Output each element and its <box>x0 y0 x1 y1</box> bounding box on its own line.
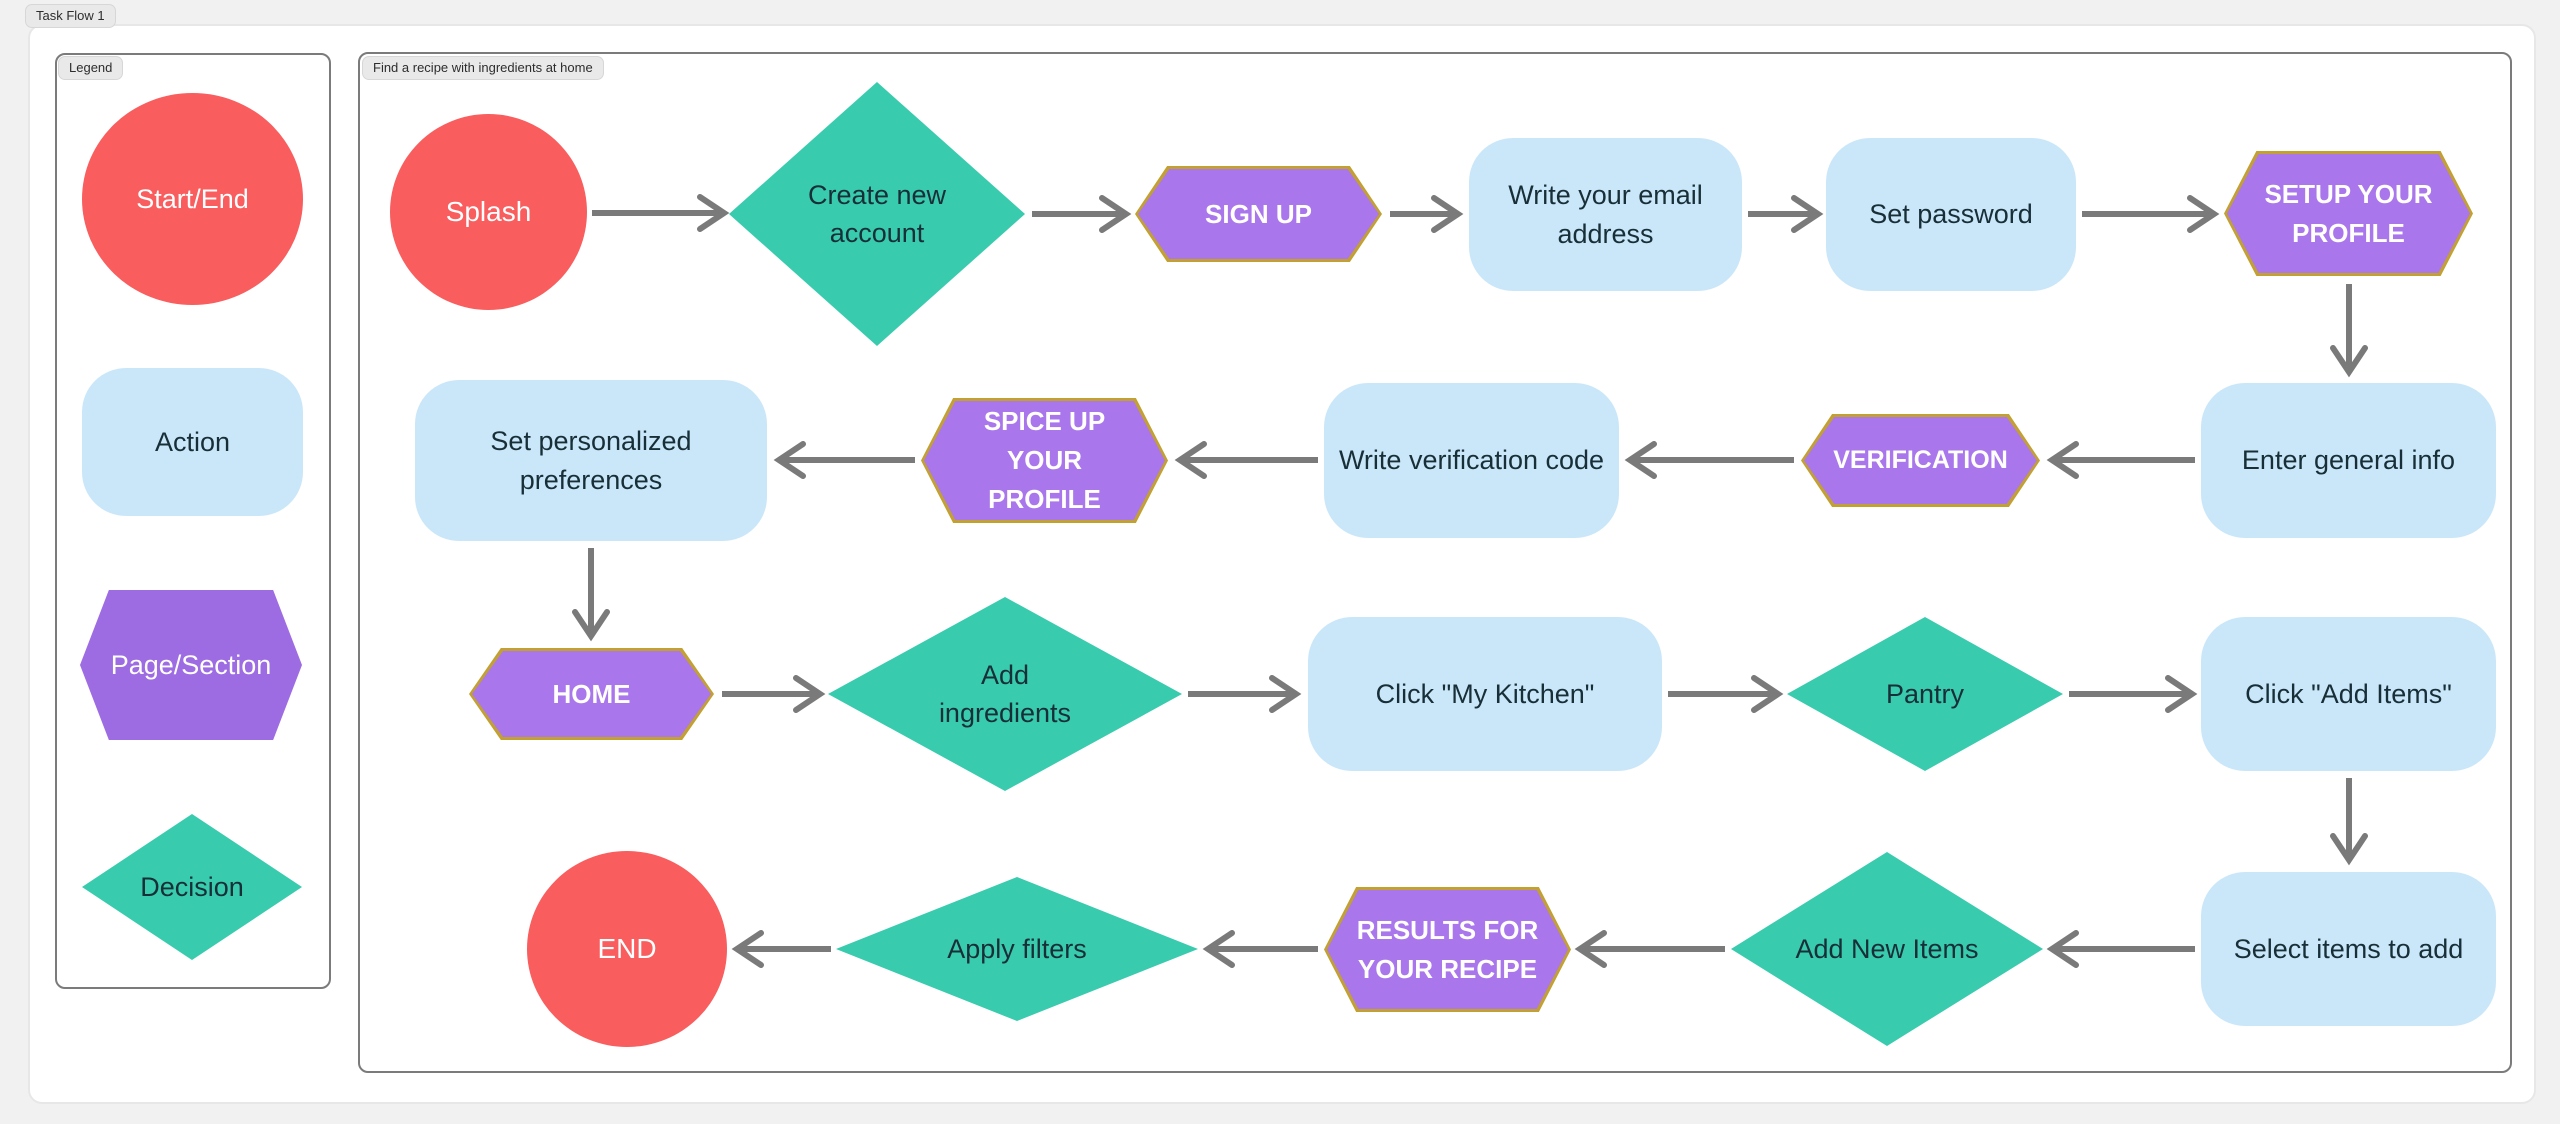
section-label: Task Flow 1 <box>36 8 105 23</box>
flow-node-home[interactable]: HOME <box>469 648 714 740</box>
section-label-chip[interactable]: Task Flow 1 <box>25 4 116 29</box>
flow-node-set-password-label: Set password <box>1869 199 2033 230</box>
flow-node-spice-profile-label: SPICE UP YOUR PROFILE <box>983 406 1106 514</box>
legend-page-section-label: Page/Section <box>110 649 272 680</box>
flow-node-create-account-label: Create new account <box>807 179 947 248</box>
flow-node-select-items[interactable]: Select items to add <box>2201 872 2496 1026</box>
flow-node-home-fill: HOME <box>472 651 711 737</box>
flow-node-add-new-items-label: Add New Items <box>1795 933 1979 964</box>
legend-start-end-shape[interactable]: Start/End <box>82 93 303 305</box>
legend-decision-label: Decision <box>140 871 244 902</box>
flow-node-add-items-label: Click "Add Items" <box>2245 678 2452 709</box>
flow-node-my-kitchen-label: Click "My Kitchen" <box>1375 678 1595 709</box>
flow-node-end[interactable]: END <box>527 851 727 1047</box>
flow-node-home-label: HOME <box>552 678 631 709</box>
flow-node-write-email-label: Write your email address <box>1508 180 1703 249</box>
flow-node-preferences[interactable]: Set personalized preferences <box>415 380 767 541</box>
flow-frame-label-chip[interactable]: Find a recipe with ingredients at home <box>362 56 604 81</box>
flow-node-results[interactable]: RESULTS FOR YOUR RECIPE <box>1324 887 1571 1012</box>
flow-node-verification[interactable]: VERIFICATION <box>1801 414 2040 507</box>
flow-node-general-info-label: Enter general info <box>2241 445 2456 476</box>
flow-node-sign-up-label: SIGN UP <box>1205 198 1312 229</box>
flow-node-setup-profile-label: SETUP YOUR PROFILE <box>2264 178 2433 248</box>
flow-node-results-label: RESULTS FOR YOUR RECIPE <box>1356 914 1539 984</box>
flow-node-preferences-label: Set personalized preferences <box>490 426 692 495</box>
flow-node-pantry-label: Pantry <box>1885 678 1965 709</box>
flow-node-end-label: END <box>597 933 657 965</box>
legend-page-section-shape[interactable]: Page/Section <box>80 590 302 740</box>
flow-node-apply-filters-label: Apply filters <box>947 933 1087 964</box>
flow-node-splash-label: Splash <box>445 196 532 228</box>
legend-action-label: Action <box>154 426 231 457</box>
flow-node-splash[interactable]: Splash <box>390 114 587 310</box>
legend-frame-label-chip[interactable]: Legend <box>58 56 124 81</box>
flow-node-my-kitchen[interactable]: Click "My Kitchen" <box>1308 617 1662 771</box>
flow-node-setup-profile-fill: SETUP YOUR PROFILE <box>2227 154 2470 273</box>
flow-node-add-ingredients-label: Add ingredients <box>938 659 1072 728</box>
flow-node-general-info[interactable]: Enter general info <box>2201 383 2496 538</box>
flow-node-results-fill: RESULTS FOR YOUR RECIPE <box>1327 890 1568 1009</box>
flow-node-verification-label: VERIFICATION <box>1833 445 2008 474</box>
flow-node-verification-code-label: Write verification code <box>1338 445 1605 476</box>
flow-frame-label: Find a recipe with ingredients at home <box>373 60 593 75</box>
flow-node-select-items-label: Select items to add <box>2233 933 2464 964</box>
flow-node-set-password[interactable]: Set password <box>1826 138 2076 291</box>
flow-node-sign-up[interactable]: SIGN UP <box>1135 166 1382 262</box>
legend-action-shape[interactable]: Action <box>82 368 303 516</box>
legend-start-end-label: Start/End <box>136 183 249 214</box>
flow-node-sign-up-fill: SIGN UP <box>1138 169 1379 259</box>
flow-node-write-email[interactable]: Write your email address <box>1469 138 1742 291</box>
flow-node-spice-profile-fill: SPICE UP YOUR PROFILE <box>924 401 1165 520</box>
flow-node-setup-profile[interactable]: SETUP YOUR PROFILE <box>2224 151 2473 276</box>
flow-node-add-items[interactable]: Click "Add Items" <box>2201 617 2496 771</box>
flow-node-spice-profile[interactable]: SPICE UP YOUR PROFILE <box>921 398 1168 523</box>
flow-node-verification-code[interactable]: Write verification code <box>1324 383 1619 538</box>
legend-frame-label: Legend <box>69 60 113 75</box>
flow-node-verification-fill: VERIFICATION <box>1804 417 2037 504</box>
